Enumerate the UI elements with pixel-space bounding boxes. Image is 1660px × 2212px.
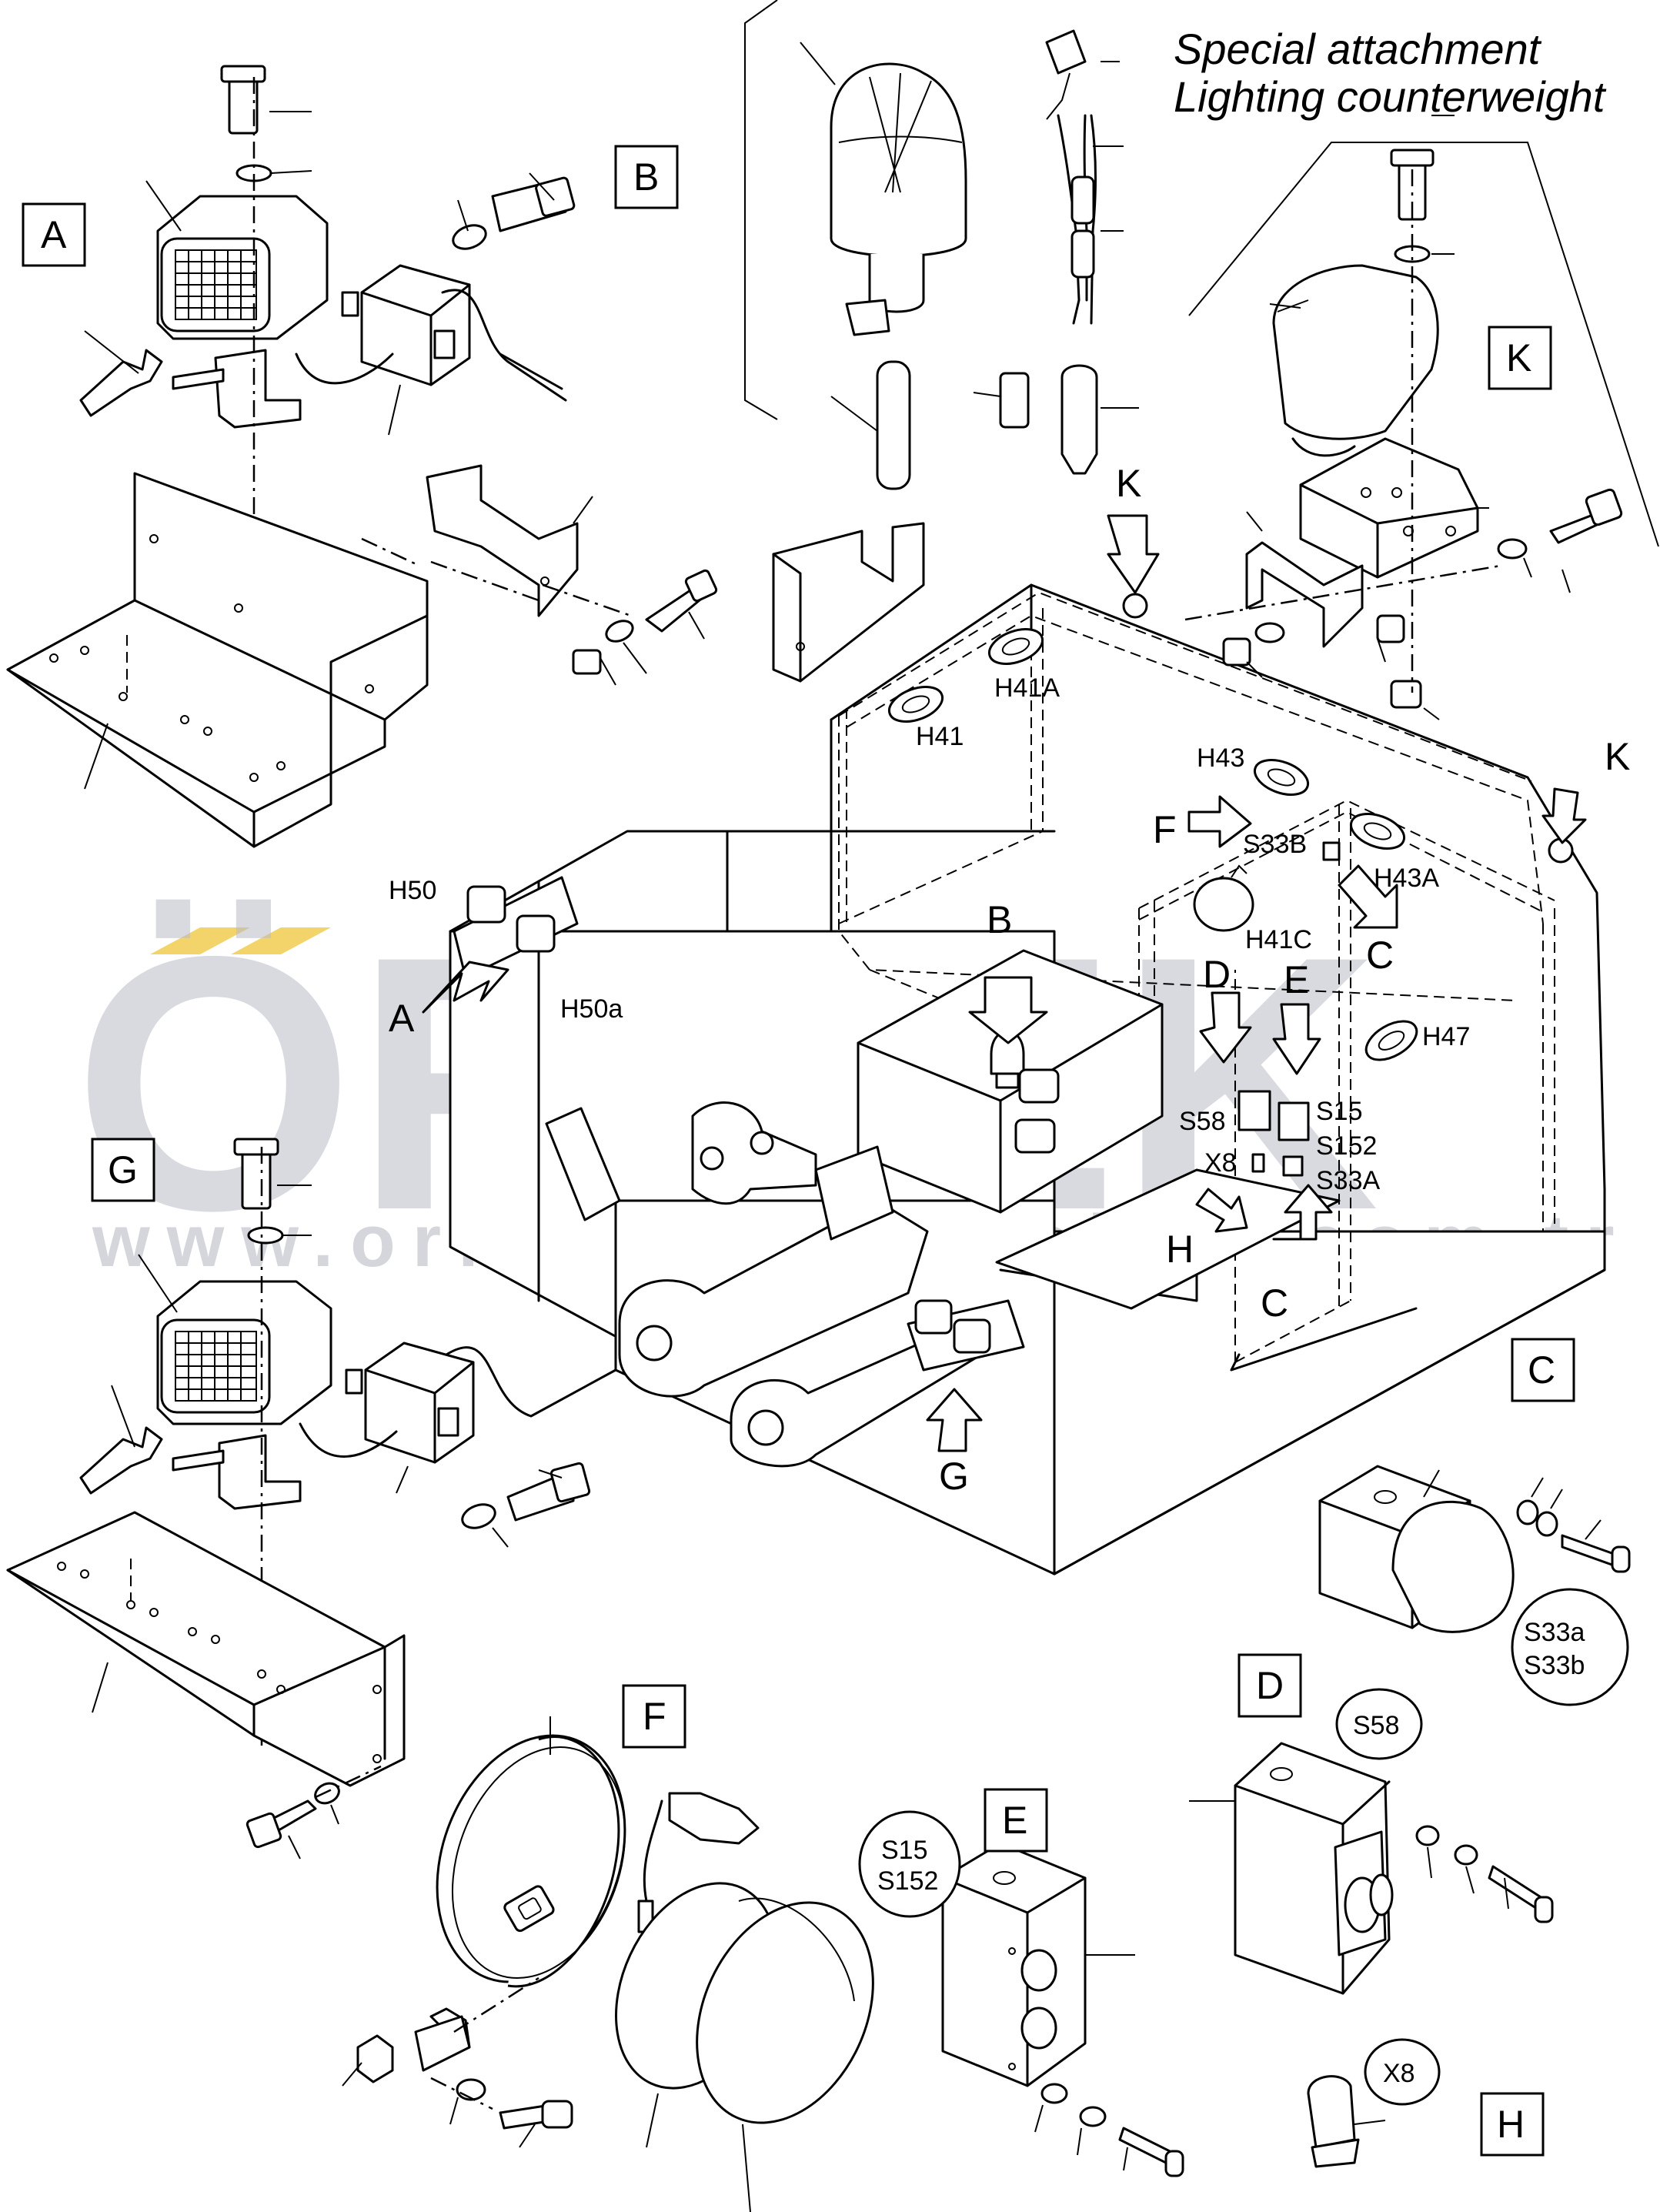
box-k: K <box>1506 336 1531 379</box>
arrow-letter-h: H <box>1166 1228 1194 1271</box>
box-f: F <box>643 1695 666 1738</box>
circle-x8: X8 <box>1383 2059 1415 2088</box>
body-lamps <box>453 593 1574 1372</box>
label-s58: S58 <box>1179 1107 1226 1136</box>
box-h: H <box>1497 2103 1525 2146</box>
detail-g-work-light <box>6 1138 617 1859</box>
detail-k-lamp <box>1184 115 1623 720</box>
title: Special attachment Lighting counterweigh… <box>1174 25 1607 121</box>
arrow-letters: A B C C D E F G H K K <box>389 462 1630 1498</box>
box-c: C <box>1528 1348 1555 1392</box>
circle-s33b: S33b <box>1524 1651 1585 1680</box>
letter-boxes: A B K G C D F E H <box>22 145 1575 2157</box>
detail-f-horn <box>342 1716 874 2212</box>
detail-a-bracket <box>6 464 718 848</box>
arrow-letter-k1: K <box>1116 462 1141 505</box>
arrow-letter-c1: C <box>1366 934 1394 977</box>
label-h41a: H41A <box>994 673 1060 703</box>
label-h43a: H43A <box>1374 864 1439 893</box>
label-h41: H41 <box>916 722 964 751</box>
arrow-letter-e: E <box>1284 958 1309 1001</box>
label-h41c: H41C <box>1245 925 1312 954</box>
label-s33a: S33A <box>1316 1166 1380 1195</box>
detail-c-switch <box>1318 1465 1631 1633</box>
label-x8: X8 <box>1204 1148 1237 1178</box>
component-labels: H50 H50a H41 H41A H43 S33B H43A H41C H47… <box>389 673 1470 1195</box>
attachment-outline <box>744 0 1659 547</box>
box-d: D <box>1256 1664 1284 1707</box>
box-b: B <box>633 155 659 199</box>
detail-d-switch <box>1189 1742 1554 1995</box>
detail-e-switch <box>941 1842 1184 2177</box>
title-line-2: Lighting counterweight <box>1174 72 1607 121</box>
circle-s15: S15 <box>881 1836 928 1865</box>
arrow-letter-k2: K <box>1605 735 1630 778</box>
arrow-letter-a: A <box>389 997 415 1040</box>
circle-s58: S58 <box>1353 1711 1400 1740</box>
counterweight-body <box>449 583 1606 1575</box>
arrow-letter-f: F <box>1153 808 1177 851</box>
label-h50: H50 <box>389 876 436 905</box>
arrow-letter-b: B <box>987 898 1012 941</box>
arrow-letter-g: G <box>939 1455 969 1498</box>
circle-labels: S33a S33b S58 S15 S152 X8 <box>858 1588 1629 2106</box>
label-s33b: S33B <box>1243 830 1307 859</box>
arrow-letter-d: D <box>1203 953 1231 996</box>
label-h50a: H50a <box>560 994 623 1024</box>
label-h43: H43 <box>1197 743 1244 773</box>
circle-s152: S152 <box>877 1866 938 1896</box>
box-e: E <box>1002 1799 1027 1842</box>
circle-s33a: S33a <box>1524 1618 1585 1647</box>
label-h47: H47 <box>1422 1022 1470 1051</box>
detail-b-beacon <box>772 29 1139 683</box>
box-g: G <box>108 1148 138 1191</box>
label-s15: S15 <box>1316 1097 1363 1126</box>
detail-h-connector <box>1307 2075 1386 2168</box>
title-line-1: Special attachment <box>1174 25 1542 73</box>
pointer-arrows <box>422 514 1587 1452</box>
arrow-letter-c2: C <box>1261 1281 1288 1325</box>
label-s152: S152 <box>1316 1131 1377 1161</box>
detail-a-work-light <box>79 65 576 777</box>
box-a: A <box>41 213 67 256</box>
